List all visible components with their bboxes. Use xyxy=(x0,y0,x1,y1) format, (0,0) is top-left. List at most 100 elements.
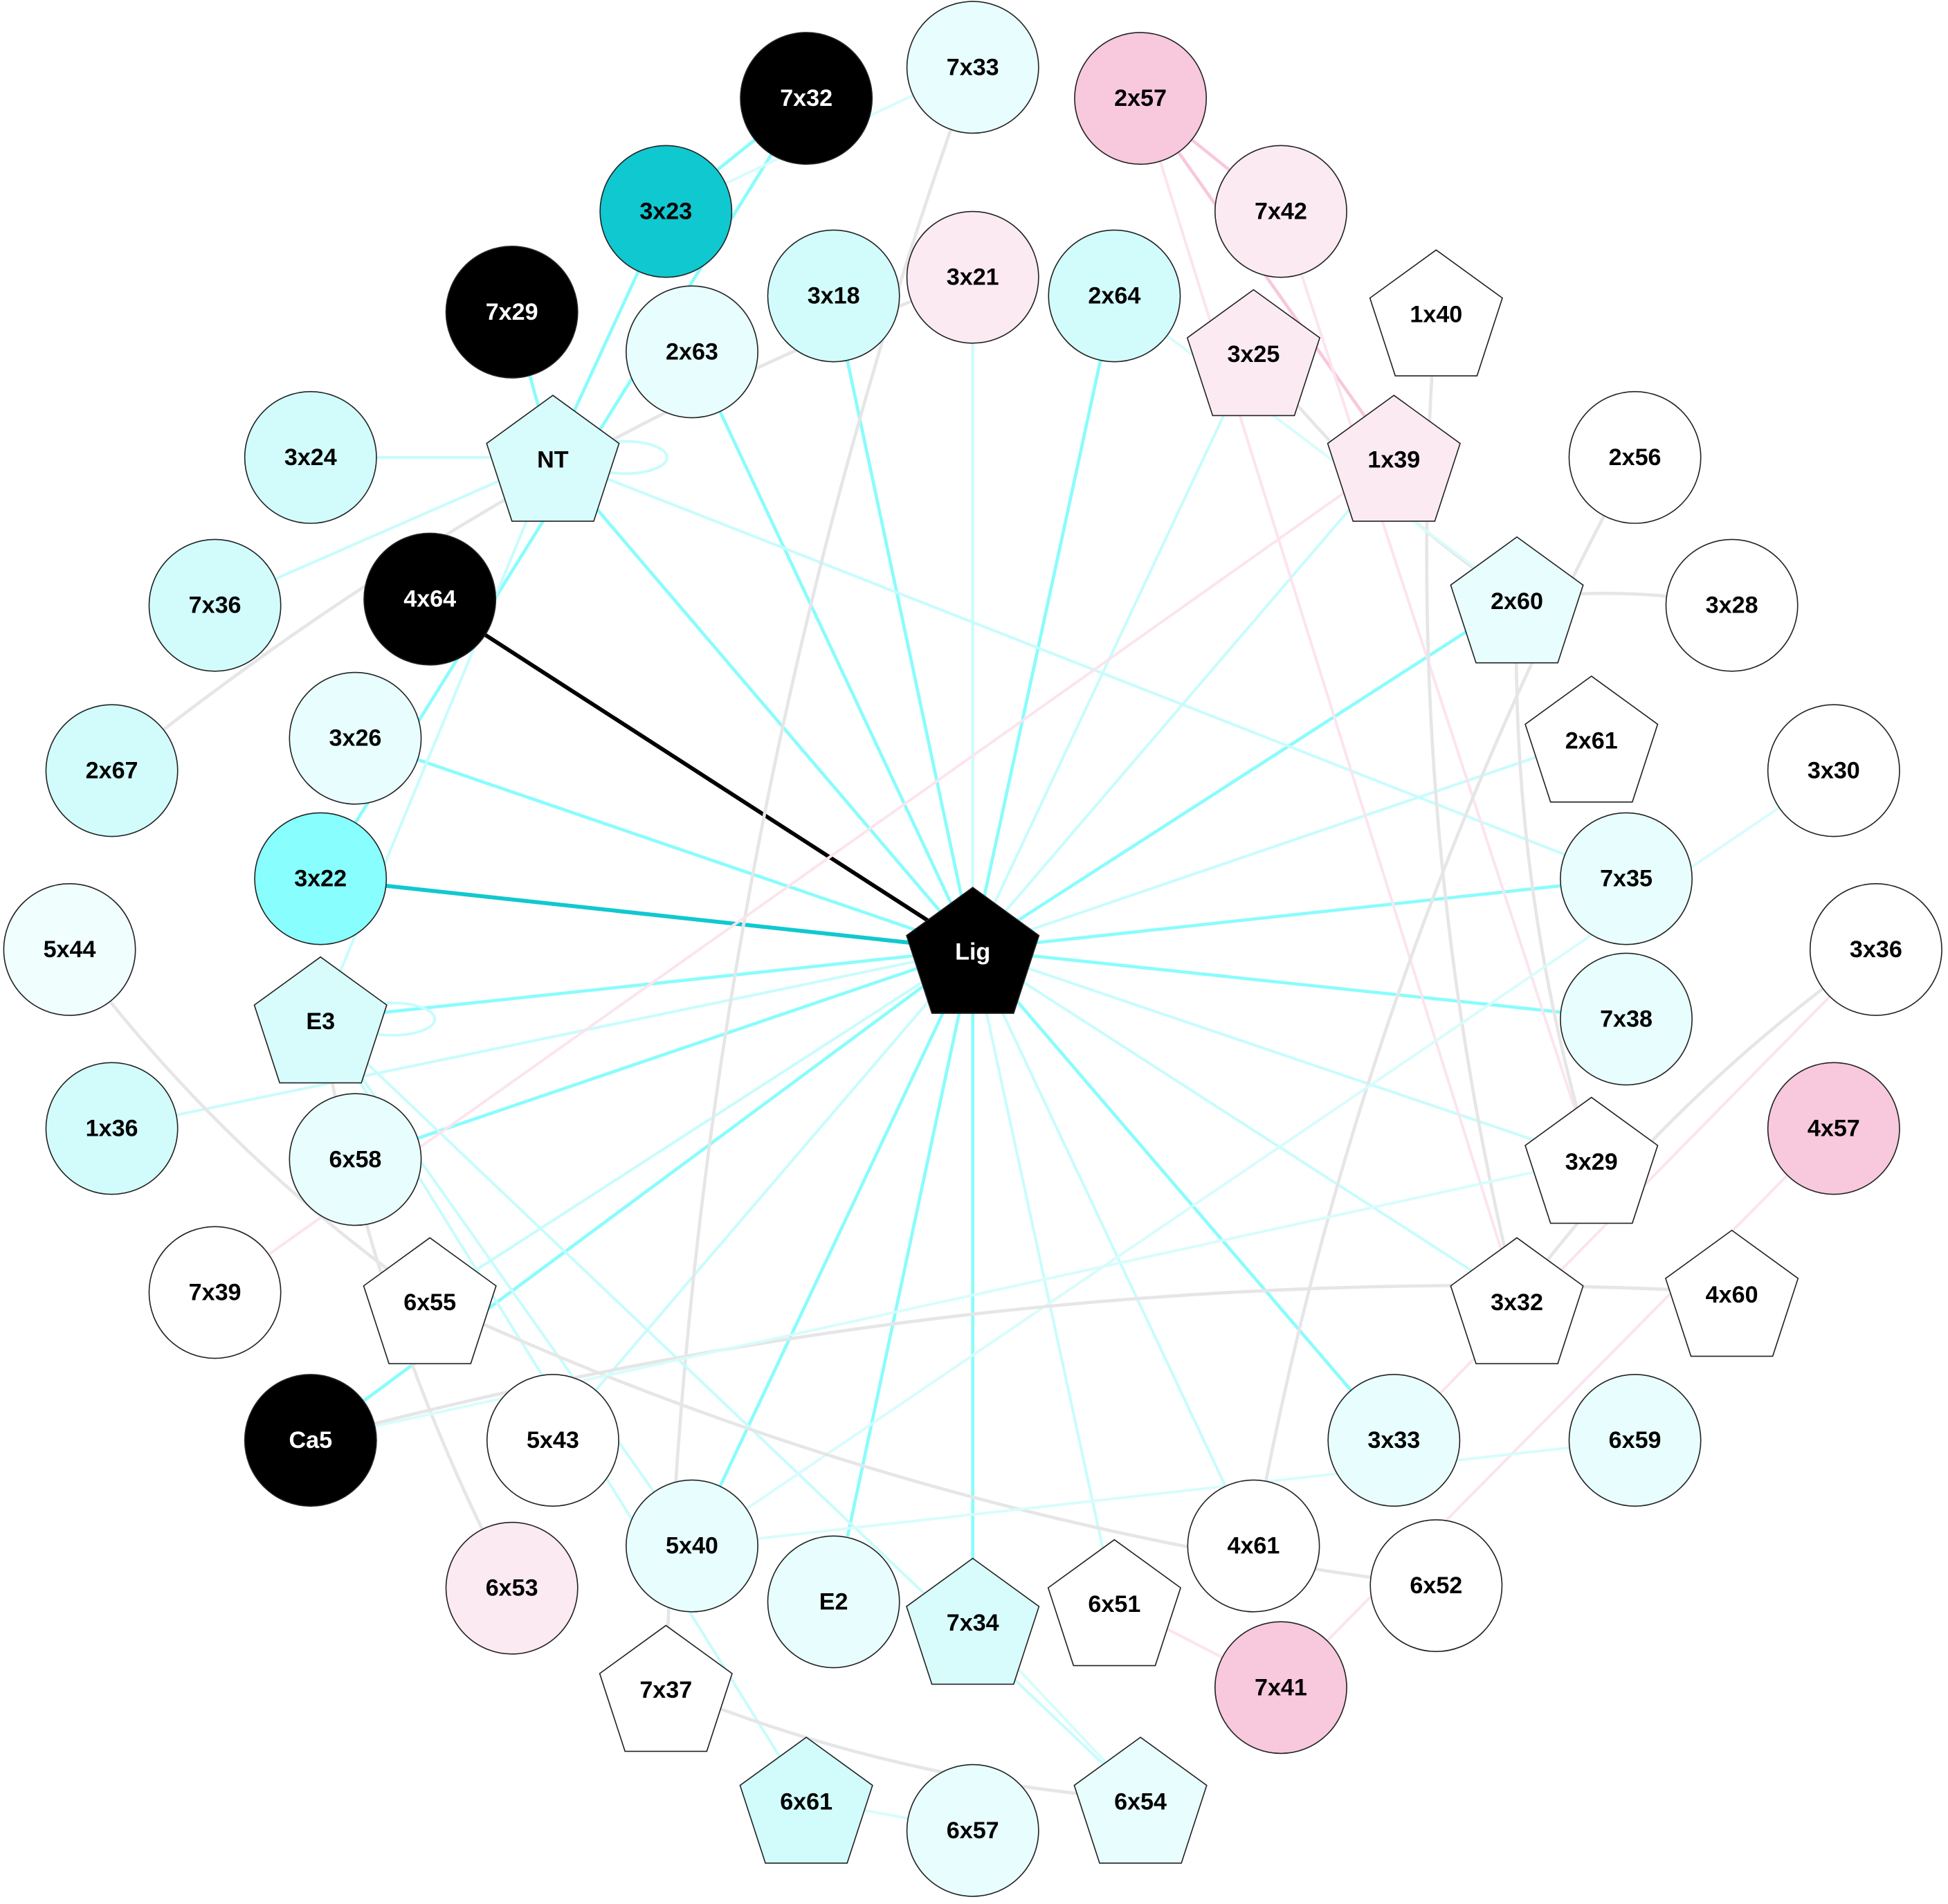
node-6x51[interactable]: 6x51 xyxy=(1047,1539,1182,1667)
node-3x28[interactable]: 3x28 xyxy=(1665,538,1799,672)
node-7x33[interactable]: 7x33 xyxy=(906,1,1039,134)
node-label: 4x61 xyxy=(1227,1533,1280,1559)
edge-NT-E3 xyxy=(319,456,554,1021)
node-NT[interactable]: NT xyxy=(486,395,620,522)
circle-node-shape xyxy=(906,1764,1039,1897)
node-2x56[interactable]: 2x56 xyxy=(1568,391,1702,524)
node-label: 4x60 xyxy=(1706,1282,1758,1308)
node-label: 2x57 xyxy=(1114,85,1167,111)
node-3x32[interactable]: 3x32 xyxy=(1450,1237,1584,1365)
node-2x57[interactable]: 2x57 xyxy=(1074,32,1208,165)
edge-Lig-NT xyxy=(551,455,975,952)
node-label: 7x36 xyxy=(189,592,242,619)
circle-node-shape xyxy=(767,1535,900,1669)
node-3x29[interactable]: 3x29 xyxy=(1524,1096,1659,1224)
node-6x55[interactable]: 6x55 xyxy=(363,1237,497,1365)
node-Lig[interactable]: Lig xyxy=(906,887,1040,1014)
node-label: 6x52 xyxy=(1410,1572,1462,1599)
node-2x61[interactable]: 2x61 xyxy=(1524,675,1659,803)
node-label: 3x26 xyxy=(329,725,382,752)
node-2x67[interactable]: 2x67 xyxy=(45,704,179,837)
pentagon-node-shape xyxy=(1047,1539,1182,1667)
node-3x25[interactable]: 3x25 xyxy=(1186,289,1321,417)
pentagon-node-shape xyxy=(1369,249,1503,377)
pentagon-node-shape xyxy=(739,1737,873,1864)
node-1x40[interactable]: 1x40 xyxy=(1369,249,1503,377)
node-E3[interactable]: E3 xyxy=(253,956,388,1084)
node-4x64[interactable]: 4x64 xyxy=(363,532,497,666)
circle-node-shape xyxy=(1568,1374,1702,1507)
node-3x24[interactable]: 3x24 xyxy=(244,391,377,524)
node-3x23[interactable]: 3x23 xyxy=(599,145,733,278)
circle-node-shape xyxy=(626,285,758,419)
edge-Lig-3x25 xyxy=(971,350,1255,951)
node-3x30[interactable]: 3x30 xyxy=(1767,704,1900,837)
node-6x57[interactable]: 6x57 xyxy=(906,1764,1039,1897)
node-2x64[interactable]: 2x64 xyxy=(1048,229,1181,363)
circle-node-shape xyxy=(1214,145,1347,278)
circle-node-shape xyxy=(445,245,579,379)
circle-node-shape xyxy=(148,538,282,672)
node-7x41[interactable]: 7x41 xyxy=(1214,1621,1347,1755)
pentagon-node-shape xyxy=(906,887,1040,1014)
node-label: 3x30 xyxy=(1808,757,1860,783)
node-label: Lig xyxy=(955,939,990,965)
circle-node-shape xyxy=(740,32,873,165)
circle-node-shape xyxy=(1560,952,1693,1086)
node-label: 7x32 xyxy=(780,85,832,111)
node-7x34[interactable]: 7x34 xyxy=(906,1557,1040,1685)
node-3x18[interactable]: 3x18 xyxy=(767,229,900,363)
edge-Lig-7x35 xyxy=(971,877,1628,952)
circle-node-shape xyxy=(1074,32,1208,165)
node-6x53[interactable]: 6x53 xyxy=(445,1521,579,1655)
node-1x39[interactable]: 1x39 xyxy=(1327,395,1461,522)
node-Ca5[interactable]: Ca5 xyxy=(244,1374,377,1507)
node-7x42[interactable]: 7x42 xyxy=(1214,145,1347,278)
node-2x63[interactable]: 2x63 xyxy=(626,285,758,419)
node-6x59[interactable]: 6x59 xyxy=(1568,1374,1702,1507)
node-6x54[interactable]: 6x54 xyxy=(1073,1737,1208,1864)
edge-6x59-5x40 xyxy=(690,1439,1637,1548)
node-5x40[interactable]: 5x40 xyxy=(626,1479,758,1613)
node-3x33[interactable]: 3x33 xyxy=(1327,1374,1461,1507)
node-3x21[interactable]: 3x21 xyxy=(906,210,1039,344)
node-E2[interactable]: E2 xyxy=(767,1535,900,1669)
circle-node-shape xyxy=(486,1374,619,1507)
node-7x38[interactable]: 7x38 xyxy=(1560,952,1693,1086)
node-6x58[interactable]: 6x58 xyxy=(289,1093,422,1226)
pentagon-node-shape xyxy=(1450,536,1584,664)
node-2x60[interactable]: 2x60 xyxy=(1450,536,1584,664)
node-3x36[interactable]: 3x36 xyxy=(1809,882,1942,1016)
node-7x29[interactable]: 7x29 xyxy=(445,245,579,379)
node-7x36[interactable]: 7x36 xyxy=(148,538,282,672)
circle-node-shape xyxy=(45,1062,179,1195)
node-6x52[interactable]: 6x52 xyxy=(1369,1519,1503,1653)
circle-node-shape xyxy=(1568,391,1702,524)
node-1x36[interactable]: 1x36 xyxy=(45,1062,179,1195)
node-4x60[interactable]: 4x60 xyxy=(1664,1229,1799,1357)
node-4x57[interactable]: 4x57 xyxy=(1767,1062,1900,1195)
node-label: 1x36 xyxy=(86,1115,138,1141)
node-4x61[interactable]: 4x61 xyxy=(1187,1479,1320,1613)
node-7x37[interactable]: 7x37 xyxy=(599,1624,733,1752)
edge-2x57-3x32 xyxy=(1139,97,1519,1302)
circle-node-shape xyxy=(599,145,733,278)
node-3x26[interactable]: 3x26 xyxy=(289,671,422,805)
node-label: E3 xyxy=(306,1008,335,1035)
edge-7x42-3x29 xyxy=(1279,210,1593,1161)
node-5x43[interactable]: 5x43 xyxy=(486,1374,619,1507)
node-7x35[interactable]: 7x35 xyxy=(1560,812,1693,945)
edge-Lig-6x55 xyxy=(428,948,974,1302)
node-7x32[interactable]: 7x32 xyxy=(740,32,873,165)
node-3x22[interactable]: 3x22 xyxy=(254,812,388,945)
node-5x44[interactable]: 5x44 xyxy=(3,882,136,1016)
node-6x61[interactable]: 6x61 xyxy=(739,1737,873,1864)
node-7x39[interactable]: 7x39 xyxy=(148,1226,282,1359)
edge-Lig-7x38 xyxy=(971,948,1628,1021)
circle-node-shape xyxy=(244,1374,377,1507)
circle-node-shape xyxy=(1767,704,1900,837)
pentagon-node-shape xyxy=(1327,395,1461,522)
circle-node-shape xyxy=(1560,812,1693,945)
pentagon-node-shape xyxy=(1450,1237,1584,1365)
